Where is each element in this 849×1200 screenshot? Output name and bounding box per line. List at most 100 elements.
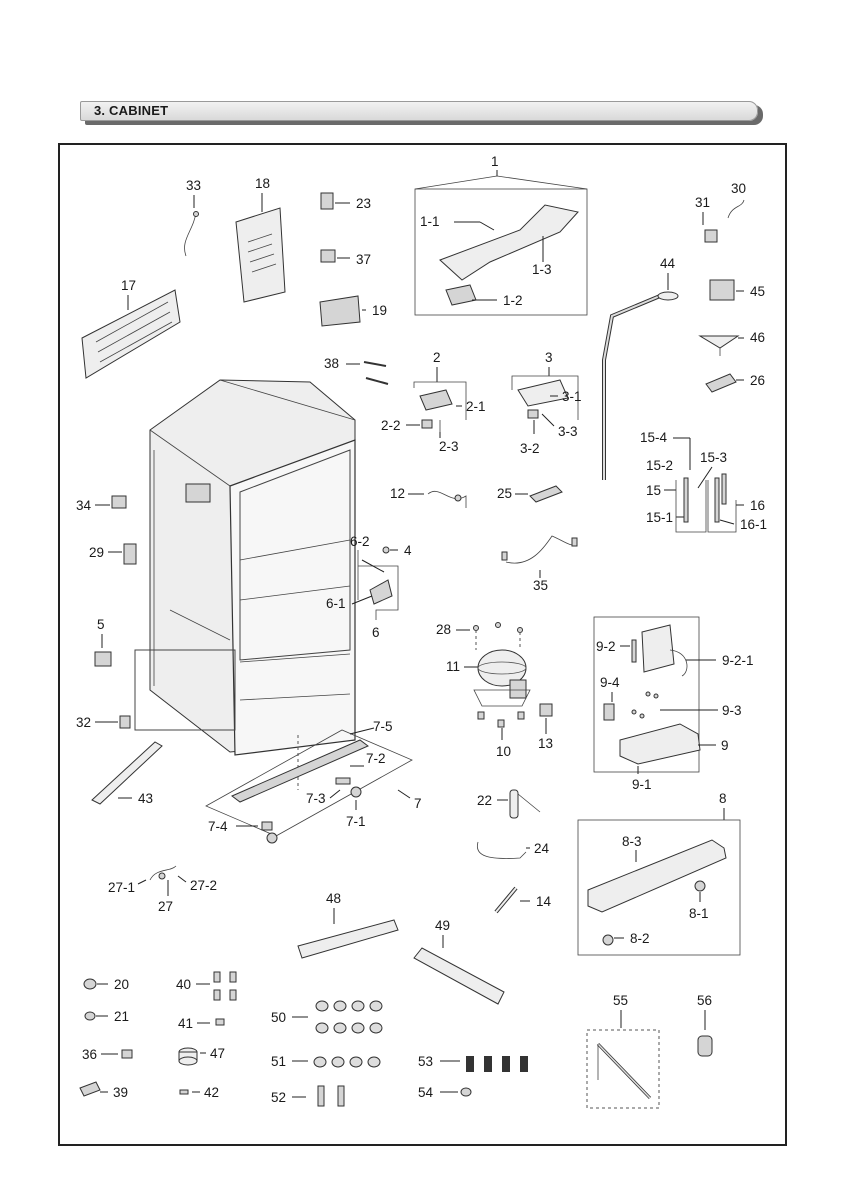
part-20: 20: [83, 977, 129, 992]
label-9-4: 9-4: [600, 675, 620, 690]
label-55: 55: [613, 993, 628, 1008]
label-5: 5: [97, 617, 105, 632]
part-12: 12: [390, 486, 467, 508]
label-19: 19: [372, 303, 387, 318]
label-4: 4: [404, 543, 412, 558]
label-23: 23: [356, 196, 371, 211]
label-47: 47: [210, 1046, 225, 1061]
label-7-3: 7-3: [306, 791, 326, 806]
label-33: 33: [186, 178, 201, 193]
part-47: 47: [178, 1046, 225, 1066]
label-35: 35: [533, 578, 548, 593]
label-1-2: 1-2: [503, 293, 523, 308]
label-25: 25: [497, 486, 512, 501]
label-16-1: 16-1: [740, 517, 767, 532]
part-42: 42: [179, 1085, 219, 1100]
fan-housing-9-1: [619, 723, 701, 765]
part-18-plate: [235, 207, 286, 303]
part-33: 33: [184, 178, 201, 257]
label-48: 48: [326, 891, 341, 906]
label-49: 49: [435, 918, 450, 933]
label-34: 34: [76, 498, 92, 513]
part-45: 45: [709, 279, 765, 301]
label-40: 40: [176, 977, 191, 992]
label-6-1: 6-1: [326, 596, 346, 611]
label-15-3: 15-3: [700, 450, 727, 465]
label-27-2: 27-2: [190, 878, 217, 893]
label-15-1: 15-1: [646, 510, 673, 525]
label-3: 3: [545, 350, 553, 365]
part-5: 5: [94, 617, 112, 667]
label-9-2: 9-2: [596, 639, 616, 654]
label-37: 37: [356, 252, 371, 267]
label-3-2: 3-2: [520, 441, 540, 456]
part-39: 39: [79, 1081, 128, 1100]
part-43: 43: [91, 741, 163, 806]
part-group-6: 6-2 6-1 6 4: [326, 534, 412, 640]
label-12: 12: [390, 486, 405, 501]
label-1-3: 1-3: [532, 262, 552, 277]
label-16: 16: [750, 498, 765, 513]
part-group-8: 8 8-3 8-1 8-2: [577, 791, 741, 956]
label-51: 51: [271, 1054, 286, 1069]
part-group-2: 2 2-1 2-2 2-3: [381, 350, 486, 454]
label-24: 24: [534, 841, 550, 856]
label-27-1: 27-1: [108, 880, 135, 895]
label-7-4: 7-4: [208, 819, 228, 834]
part-35: 35: [501, 535, 578, 593]
label-28: 28: [436, 622, 451, 637]
label-15: 15: [646, 483, 661, 498]
label-1-1: 1-1: [420, 214, 440, 229]
part-24: 24: [476, 841, 550, 859]
label-7-5: 7-5: [373, 719, 393, 734]
label-6: 6: [372, 625, 380, 640]
label-9-3: 9-3: [722, 703, 742, 718]
diagram-frame: [58, 143, 787, 1146]
part-23: 23: [320, 192, 371, 211]
part-37: 37: [320, 249, 371, 267]
part-26: 26: [705, 373, 765, 393]
label-9-2-1: 9-2-1: [722, 653, 754, 668]
label-7: 7: [414, 796, 422, 811]
part-36: 36: [82, 1047, 133, 1062]
label-56: 56: [697, 993, 712, 1008]
label-11: 11: [446, 659, 460, 674]
label-45: 45: [750, 284, 765, 299]
part-40: 40: [176, 971, 237, 1001]
part-17: 17: [81, 278, 181, 379]
part-14: 14: [494, 886, 552, 914]
label-43: 43: [138, 791, 153, 806]
label-38: 38: [324, 356, 339, 371]
section-title: 3. CABINET: [94, 103, 169, 118]
part-group-27: 27-1 27 27-2: [108, 865, 217, 914]
label-1: 1: [491, 154, 499, 169]
part-46: 46: [698, 330, 765, 356]
label-3-3: 3-3: [558, 424, 578, 439]
part-22: 22: [477, 789, 541, 819]
label-2-1: 2-1: [466, 399, 486, 414]
label-53: 53: [418, 1054, 433, 1069]
label-21: 21: [114, 1009, 129, 1024]
label-2-3: 2-3: [439, 439, 459, 454]
part-48: 48: [297, 891, 399, 959]
part-34: 34: [76, 495, 127, 513]
label-15-4: 15-4: [640, 430, 668, 445]
label-2-2: 2-2: [381, 418, 401, 433]
label-50: 50: [271, 1010, 286, 1025]
label-8-2: 8-2: [630, 931, 650, 946]
label-7-2: 7-2: [366, 751, 386, 766]
label-2: 2: [433, 350, 441, 365]
section-header-bar: [80, 101, 758, 121]
label-32: 32: [76, 715, 91, 730]
cabinet-body: [134, 379, 356, 756]
part-29: 29: [89, 543, 137, 565]
part-group-16: 16 16-1: [707, 473, 767, 533]
part-53: 53: [418, 1054, 528, 1072]
label-26: 26: [750, 373, 765, 388]
label-10: 10: [496, 744, 511, 759]
label-39: 39: [113, 1085, 128, 1100]
label-17: 17: [121, 278, 136, 293]
part-54: 54: [418, 1085, 472, 1100]
label-13: 13: [538, 736, 553, 751]
